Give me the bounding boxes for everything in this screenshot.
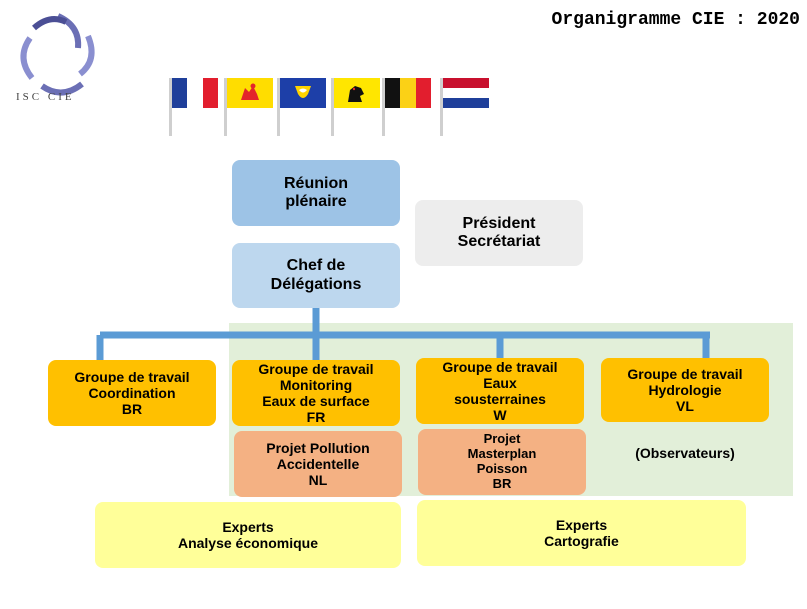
observateurs-label: (Observateurs) <box>635 445 735 461</box>
flanders-flag-icon <box>334 78 380 108</box>
flag-pole <box>169 78 172 136</box>
france-flag-icon <box>172 78 218 108</box>
netherlands-flag-icon <box>443 78 489 108</box>
flag-pole <box>331 78 334 136</box>
logo-text: ISC CIE <box>16 91 75 103</box>
brussels-flag-icon <box>280 78 326 108</box>
page-title: Organigramme CIE : 2020 <box>551 10 800 30</box>
flag-pole <box>224 78 227 136</box>
flag-pole <box>277 78 280 136</box>
isc-cie-logo: ISC CIE <box>8 8 108 108</box>
flag-pole <box>440 78 443 136</box>
wallonia-flag-icon <box>227 78 273 108</box>
flag-pole <box>382 78 385 136</box>
belgium-flag-icon <box>385 78 431 108</box>
